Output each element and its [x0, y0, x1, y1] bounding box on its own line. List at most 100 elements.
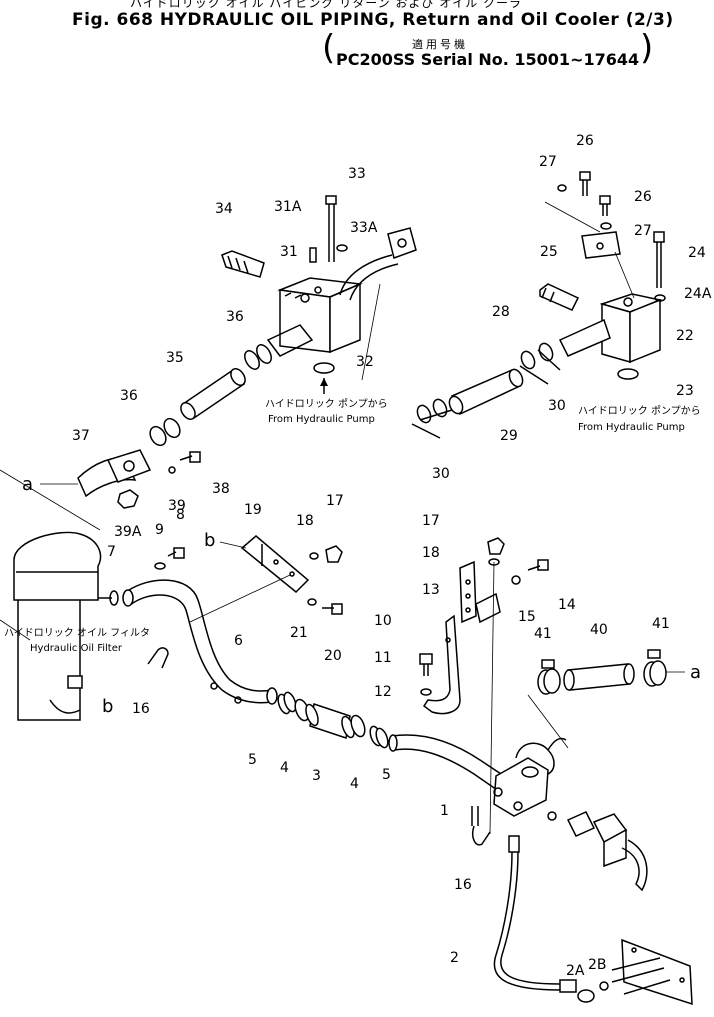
- callout-22: 22: [676, 328, 694, 344]
- callout-3: 3: [312, 768, 321, 784]
- pump-annotation-left: ハイドロリック ポンプから From Hydraulic Pump: [265, 378, 388, 425]
- bolt-24: [653, 231, 666, 302]
- callout-1: 1: [440, 803, 449, 819]
- callout-4-right: 4: [350, 776, 359, 792]
- cooler-pipe-right: [566, 811, 648, 892]
- callout-31: 31: [280, 244, 298, 260]
- bracket-25: [544, 201, 635, 299]
- hose-29: [448, 368, 524, 416]
- ref-b-lower: b: [102, 696, 113, 717]
- u-bolt-16-left: [147, 647, 169, 669]
- callout-8: 8: [176, 507, 185, 523]
- callout-23: 23: [676, 383, 694, 399]
- nut-39a: [117, 489, 139, 509]
- callout-18-right: 18: [422, 545, 440, 561]
- flange-5-left: [277, 691, 297, 715]
- ref-a-left: a: [22, 474, 33, 495]
- callout-27-right: 27: [634, 223, 652, 239]
- callout-18-left: 18: [296, 513, 314, 529]
- callout-25: 25: [540, 244, 558, 260]
- callout-11: 11: [374, 650, 392, 666]
- callout-31a: 31A: [274, 199, 302, 215]
- callout-26-top: 26: [576, 133, 594, 149]
- bolt-20-washer-21: [307, 598, 343, 615]
- callout-24a: 24A: [684, 286, 712, 302]
- clamps-30: [411, 342, 561, 439]
- clamps-36-lower: [149, 417, 181, 447]
- bracket-19: [219, 535, 310, 594]
- o-ring-23: [617, 368, 639, 380]
- callout-10: 10: [374, 613, 392, 629]
- callout-17-right: 17: [422, 513, 440, 529]
- japanese-applicability-label: 適用号機: [412, 38, 468, 51]
- callout-7: 7: [107, 544, 116, 560]
- hose-3: [305, 703, 355, 739]
- callout-16-right: 16: [454, 877, 472, 893]
- callout-29: 29: [500, 428, 518, 444]
- callout-6: 6: [234, 633, 243, 649]
- leader-6-19: [189, 574, 291, 623]
- callout-17-left: 17: [326, 493, 344, 509]
- bracket-13: [459, 560, 501, 835]
- bolt-11-washer-12: [419, 653, 433, 696]
- callout-2: 2: [450, 950, 459, 966]
- bracket-10: [422, 614, 461, 715]
- right-parenthesis: ): [640, 28, 654, 68]
- pump-label-jp-right: ハイドロリック ポンプから: [578, 405, 701, 417]
- bolts-26-27: [557, 171, 612, 230]
- bolt-14-washer-15: [511, 559, 549, 585]
- o-ring-7: [109, 590, 119, 606]
- ref-a-right: a: [690, 662, 701, 683]
- callout-36-upper: 36: [226, 309, 244, 325]
- callout-24: 24: [688, 245, 706, 261]
- hose-2: [493, 835, 577, 993]
- callout-5-right: 5: [382, 767, 391, 783]
- japanese-title: ハイドロリック オイル パイピング リターン および オイル クーラ: [130, 0, 523, 10]
- bolt-38: [168, 451, 201, 474]
- callout-19: 19: [244, 502, 262, 518]
- callout-4-left: 4: [280, 760, 289, 776]
- hose-35: [180, 368, 246, 420]
- o-ring-32: [313, 362, 335, 374]
- elbow-37: [77, 449, 152, 498]
- nut-9-bolt-8: [154, 547, 185, 570]
- flange-5-right: [369, 725, 389, 749]
- pump-annotation-right: ハイドロリック ポンプから From Hydraulic Pump: [578, 405, 701, 433]
- callout-33a: 33A: [350, 220, 378, 236]
- valve-block-31: [277, 277, 363, 354]
- callout-15: 15: [518, 609, 536, 625]
- callout-9: 9: [155, 522, 164, 538]
- nipple-31a: [309, 247, 317, 263]
- callout-38: 38: [212, 481, 230, 497]
- callout-41-right: 41: [652, 616, 670, 632]
- filter-annotation: ハイドロリック オイル フィルタ Hydraulic Oil Filter: [4, 627, 150, 654]
- callout-2a: 2A: [566, 963, 585, 979]
- pipe-1: [388, 734, 567, 821]
- hose-40: [563, 663, 635, 691]
- figure-title: Fig. 668 HYDRAULIC OIL PIPING, Return an…: [72, 10, 674, 30]
- callout-13: 13: [422, 582, 440, 598]
- callout-34: 34: [215, 201, 233, 217]
- clamps-41: [527, 649, 685, 749]
- pipe-6: [122, 579, 278, 705]
- nut-17-washer-18-right: [487, 537, 505, 566]
- callouts: 1 2 2A 2B 3 4 4 5 5 6 7 8 9 10 11 12 13 …: [22, 133, 712, 979]
- pump-label-jp-left: ハイドロリック ポンプから: [265, 398, 388, 410]
- filter-label-en: Hydraulic Oil Filter: [30, 643, 123, 654]
- callout-41-left: 41: [534, 626, 552, 642]
- callout-36-lower: 36: [120, 388, 138, 404]
- callout-35: 35: [166, 350, 184, 366]
- callout-20: 20: [324, 648, 342, 664]
- callout-40: 40: [590, 622, 608, 638]
- fitting-2a-2b: [577, 981, 609, 1003]
- pump-label-en-left: From Hydraulic Pump: [268, 414, 375, 425]
- callout-28: 28: [492, 304, 510, 320]
- left-parenthesis: (: [322, 28, 336, 68]
- callout-16-left: 16: [132, 701, 150, 717]
- clamps-36-upper: [244, 324, 314, 370]
- bolt-33: [325, 195, 348, 262]
- filter-label-jp: ハイドロリック オイル フィルタ: [4, 627, 150, 639]
- callout-27-top: 27: [539, 154, 557, 170]
- callout-12: 12: [374, 684, 392, 700]
